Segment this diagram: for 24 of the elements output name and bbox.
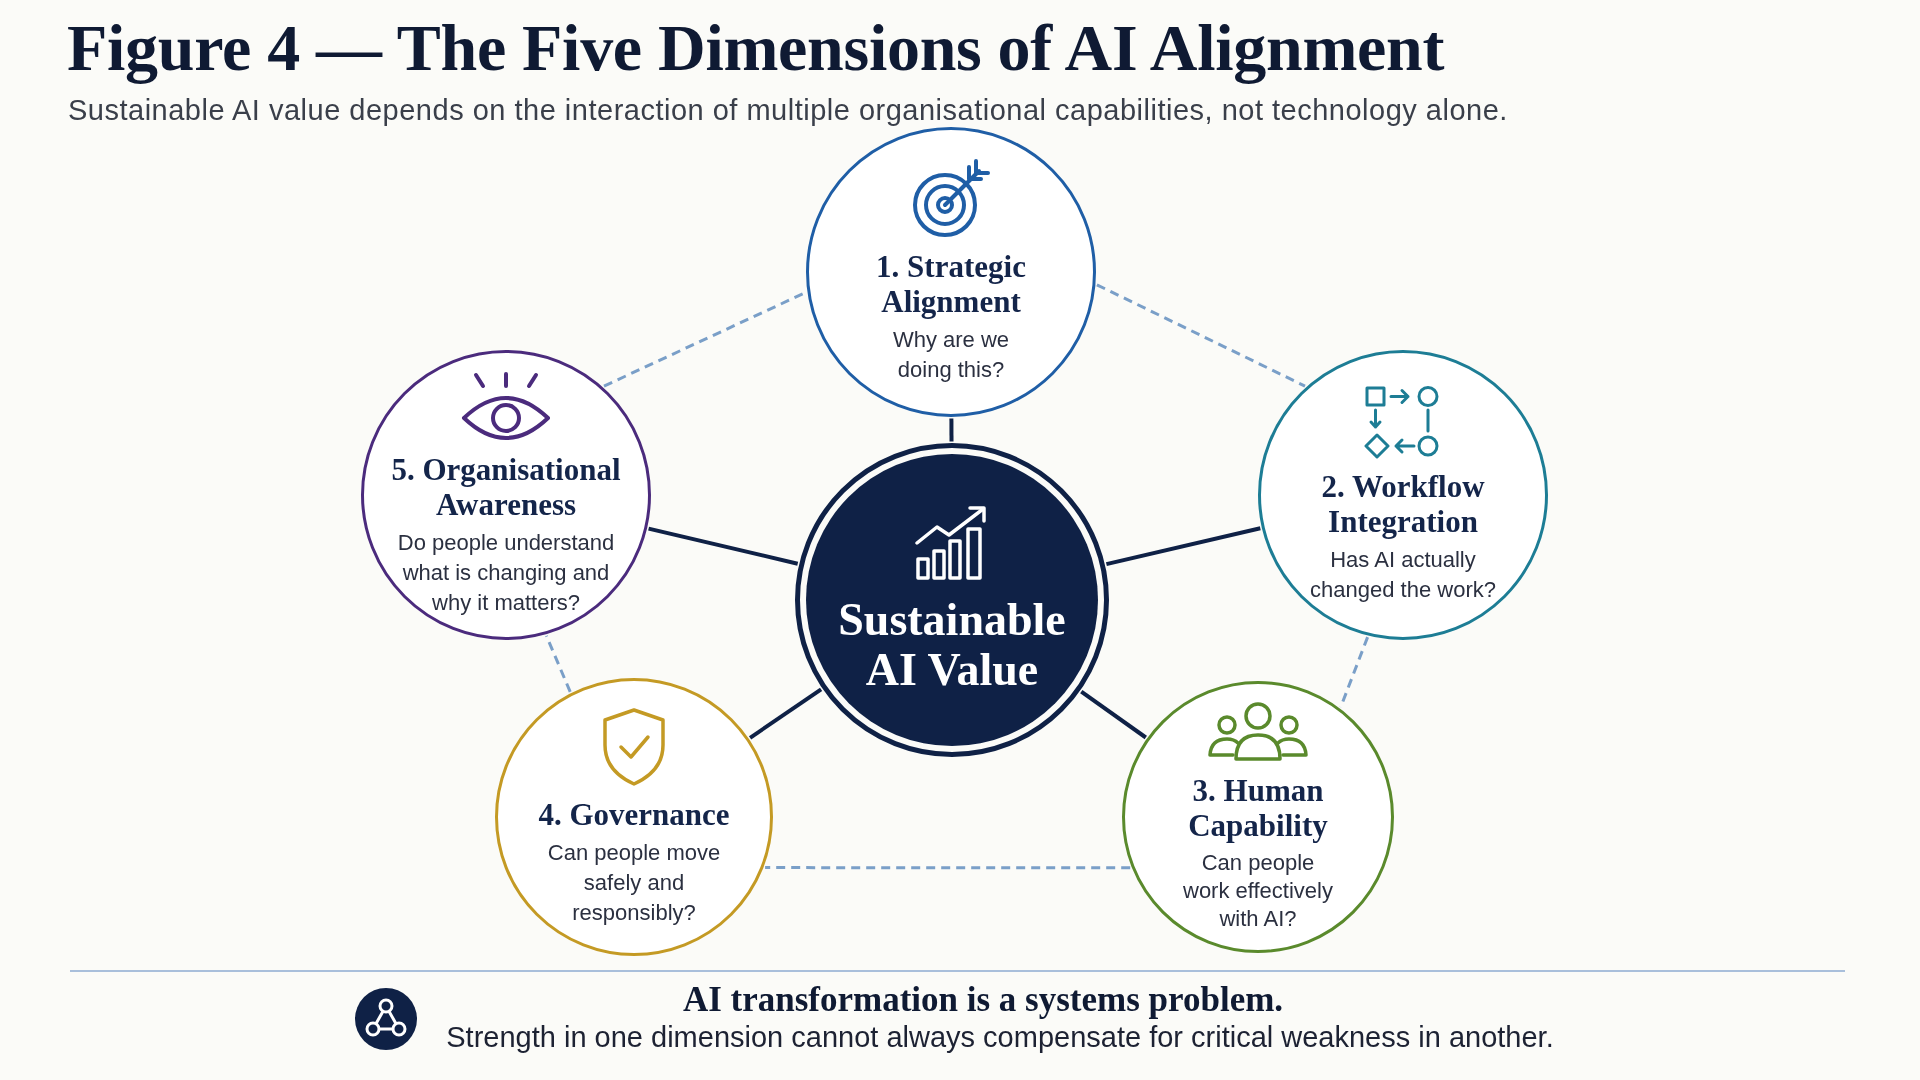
connector-line xyxy=(748,687,823,740)
message-text: Strength in one dimension cannot always compensate for critical weakness in another. xyxy=(446,1020,1554,1054)
connector-line xyxy=(648,526,799,566)
key-message: AI transformation is a systems problem. xyxy=(682,980,1284,1020)
dimension-question: Why are we doing this? xyxy=(891,326,1011,384)
dimension-heading: 3. Human Capability xyxy=(1187,773,1329,843)
connector-line xyxy=(949,418,954,442)
dashed-connector xyxy=(1096,283,1306,388)
connector-line xyxy=(1105,526,1261,567)
dimension-heading: 2. Workflow Integration xyxy=(1320,469,1486,539)
dimension-heading: 5. Organisational Awareness xyxy=(390,452,622,522)
dimension-question: Do people understand what is changing and why it matters? xyxy=(396,529,616,617)
dimension-heading: 4. Governance xyxy=(538,796,730,832)
dimension-question: Can people work effectively with AI? xyxy=(1182,849,1334,933)
dimension-question: Has AI actually changed the work? xyxy=(1309,546,1497,604)
hub-title: Sustainable AI Value xyxy=(837,595,1067,695)
dimension-question: Can people move safely and responsibly? xyxy=(546,838,722,927)
dashed-connector xyxy=(545,635,572,693)
dimension-heading: 1. Strategic Alignment xyxy=(875,249,1027,319)
connector-line xyxy=(1080,690,1147,740)
subtitle: Sustainable AI value depends on the interaction of multiple organisational capabilities, not technology alone. xyxy=(68,93,1508,128)
dashed-connector xyxy=(1339,636,1369,708)
dashed-connector xyxy=(765,866,1131,870)
figure-title: Figure 4 — The Five Dimensions of AI Alignment xyxy=(67,12,1445,85)
